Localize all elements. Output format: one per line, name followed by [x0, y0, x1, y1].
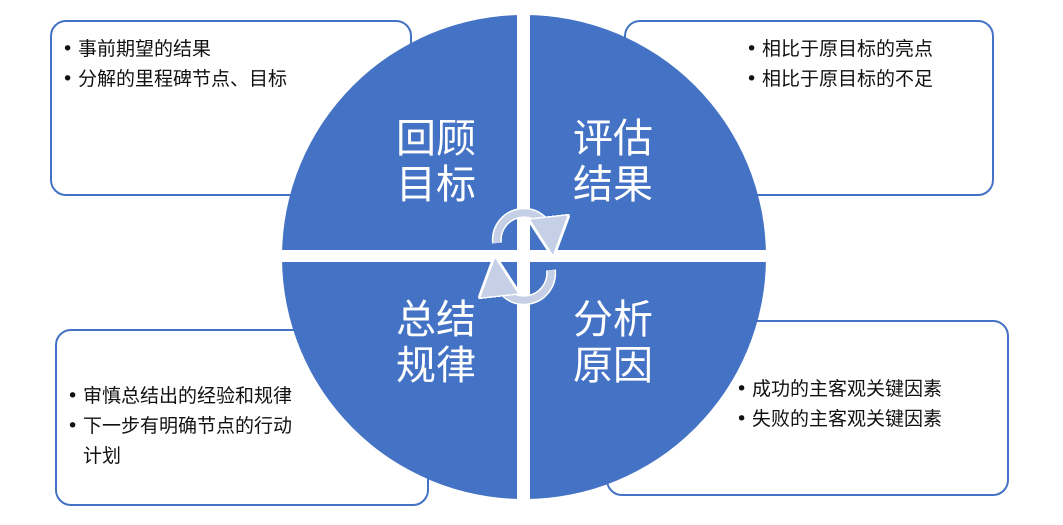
- bullet: 分解的里程碑节点、目标: [62, 64, 302, 94]
- quadrant-label: 分析: [573, 297, 653, 343]
- bullet: 失败的主客观关键因素: [736, 404, 942, 434]
- quadrant-label: 原因: [573, 343, 653, 389]
- quadrant-evaluate-results: 评估 结果: [563, 116, 663, 208]
- bullet: 下一步有明确节点的行动计划: [67, 411, 297, 471]
- bullet: 审慎总结出的经验和规律: [67, 381, 297, 411]
- quadrant-label: 评估: [573, 116, 653, 162]
- horizontal-divider: [278, 250, 770, 262]
- bullet: 成功的主客观关键因素: [736, 374, 942, 404]
- quadrant-label: 结果: [573, 162, 653, 208]
- quadrant-label: 回顾: [396, 116, 476, 162]
- quadrant-label: 规律: [396, 343, 476, 389]
- bullet: 相比于原目标的亮点: [746, 34, 933, 64]
- cycle-arrow-icon: [497, 207, 551, 306]
- bullet: 相比于原目标的不足: [746, 64, 933, 94]
- quadrant-review-goals: 回顾 目标: [386, 116, 486, 208]
- quadrant-summarize-rules: 总结 规律: [386, 297, 486, 389]
- quadrant-label: 目标: [396, 162, 476, 208]
- quadrant-label: 总结: [396, 297, 476, 343]
- quadrant-analyze-causes: 分析 原因: [563, 297, 663, 389]
- bullet: 事前期望的结果: [62, 34, 302, 64]
